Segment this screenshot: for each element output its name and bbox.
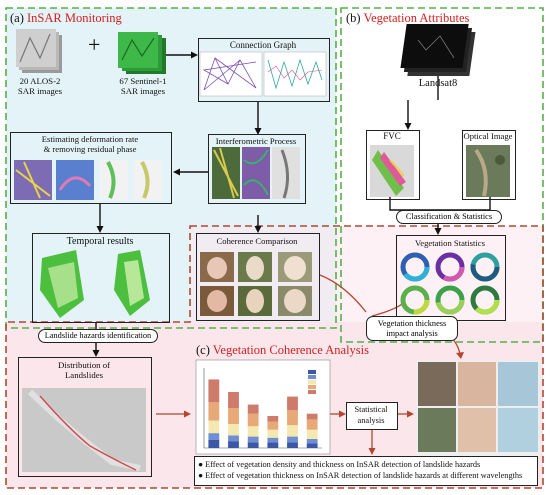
chart-bar-segment bbox=[306, 443, 318, 448]
analysis-arrowheads bbox=[184, 352, 464, 455]
conclusion-item: ● Effect of vegetation density and thick… bbox=[198, 460, 481, 469]
section-a-title: (a) InSAR Monitoring bbox=[10, 11, 122, 25]
coherence-panel-border bbox=[5, 225, 544, 489]
chart-axis bbox=[203, 368, 322, 449]
connection-graph-plot bbox=[199, 51, 327, 97]
chart-bar-segment bbox=[287, 396, 298, 411]
connection-graph-label: Connection Graph bbox=[229, 40, 297, 50]
chart-bar-segment bbox=[306, 429, 318, 439]
chart-bar-segment bbox=[208, 433, 220, 440]
chart-legend-swatch bbox=[308, 380, 316, 384]
chart-bar-segment bbox=[247, 404, 259, 414]
optical-image bbox=[466, 145, 510, 197]
alos-image-stack bbox=[16, 29, 62, 73]
statistical-analysis-box bbox=[346, 402, 398, 430]
vegetation-panel-border bbox=[340, 7, 544, 343]
flow-arrowheads bbox=[92, 51, 442, 357]
chart-bar-segment bbox=[228, 441, 239, 448]
fvc-box bbox=[366, 130, 420, 200]
estimating-box bbox=[10, 132, 172, 204]
chart-legend-swatch bbox=[308, 370, 316, 374]
coherence-comparison-photos bbox=[200, 252, 312, 316]
fvc-label: FVC bbox=[383, 131, 401, 141]
insar-panel-border bbox=[5, 7, 337, 329]
optical-image-box bbox=[462, 130, 516, 200]
bullet-icon: ● bbox=[198, 471, 204, 480]
chart-bar-segment bbox=[267, 416, 279, 422]
interferometric-box bbox=[208, 134, 306, 204]
chart-bar-segment bbox=[228, 435, 239, 442]
temporal-results-label: Temporal results bbox=[66, 236, 134, 247]
chart-bar-segment bbox=[247, 436, 259, 443]
deformation-thumbnails bbox=[14, 160, 162, 200]
chart-bar-segment bbox=[287, 425, 298, 437]
chart-bar-segment bbox=[287, 436, 298, 443]
stacked-bar-chart bbox=[203, 368, 322, 449]
chart-bar-segment bbox=[228, 392, 239, 408]
chart-bar-segment bbox=[228, 408, 239, 424]
chart-bar-segment bbox=[267, 437, 279, 443]
chart-bar-segment bbox=[306, 413, 318, 420]
bullet-icon: ● bbox=[198, 460, 204, 469]
section-b-title: (b) Vegetation Attributes bbox=[346, 11, 470, 25]
chart-bar-segment bbox=[267, 442, 279, 448]
coherence-comparison-box bbox=[196, 233, 320, 321]
section-c-title: (c) Vegetation Coherence Analysis bbox=[196, 343, 369, 357]
distribution-box bbox=[18, 357, 152, 477]
landslide-distribution-map bbox=[22, 388, 146, 472]
conclusions-box bbox=[194, 456, 538, 486]
conclusion-item: ● Effect of vegetation thickness on InSA… bbox=[198, 471, 523, 480]
landsat-image-stack bbox=[400, 24, 476, 76]
chart-bar-segment bbox=[247, 442, 259, 448]
plus-icon: + bbox=[88, 32, 101, 57]
chart-bar-segment bbox=[208, 440, 220, 448]
interferometric-label: Interferometric Process bbox=[215, 136, 297, 146]
sentinel-image-stack bbox=[118, 32, 166, 74]
chart-legend-swatch bbox=[308, 375, 316, 379]
coherence-image-grid bbox=[416, 360, 540, 456]
vegetation-donut-charts bbox=[400, 252, 500, 315]
chart-bar-segment bbox=[208, 420, 220, 434]
chart-bar-segment bbox=[208, 402, 220, 421]
chart-bar-segment bbox=[228, 424, 239, 436]
optical-image-label: Optical Image bbox=[463, 131, 513, 141]
temporal-results-maps bbox=[40, 250, 150, 318]
fvc-map bbox=[370, 145, 414, 197]
chart-bar-segment bbox=[247, 426, 259, 437]
chart-bar-segment bbox=[208, 379, 220, 403]
chart-bar-segment bbox=[247, 413, 259, 427]
chart-bar-segment bbox=[267, 429, 279, 438]
interferogram-thumbnails bbox=[212, 147, 300, 199]
chart-legend-swatch bbox=[308, 390, 316, 394]
chart-bar-segment bbox=[287, 442, 298, 448]
classification-pill: Classification & Statistics bbox=[396, 210, 502, 224]
chart-legend-swatch bbox=[308, 385, 316, 389]
coherence-comparison-label: Coherence Comparison bbox=[216, 236, 298, 246]
vegetation-statistics-label: Vegetation Statistics bbox=[415, 238, 485, 248]
connection-graph-box bbox=[198, 38, 330, 102]
temporal-results-box bbox=[32, 233, 170, 323]
chart-bar-segment bbox=[287, 410, 298, 426]
chart-bar-segment bbox=[306, 419, 318, 430]
landsat-label: Landsat8 bbox=[418, 78, 458, 89]
landslide-identification-pill: Landslide hazards identification bbox=[38, 329, 158, 343]
chart-bar-segment bbox=[306, 438, 318, 444]
estimating-label: Estimating deformation rate& removing re… bbox=[41, 134, 139, 154]
chart-bar-segment bbox=[267, 421, 279, 430]
